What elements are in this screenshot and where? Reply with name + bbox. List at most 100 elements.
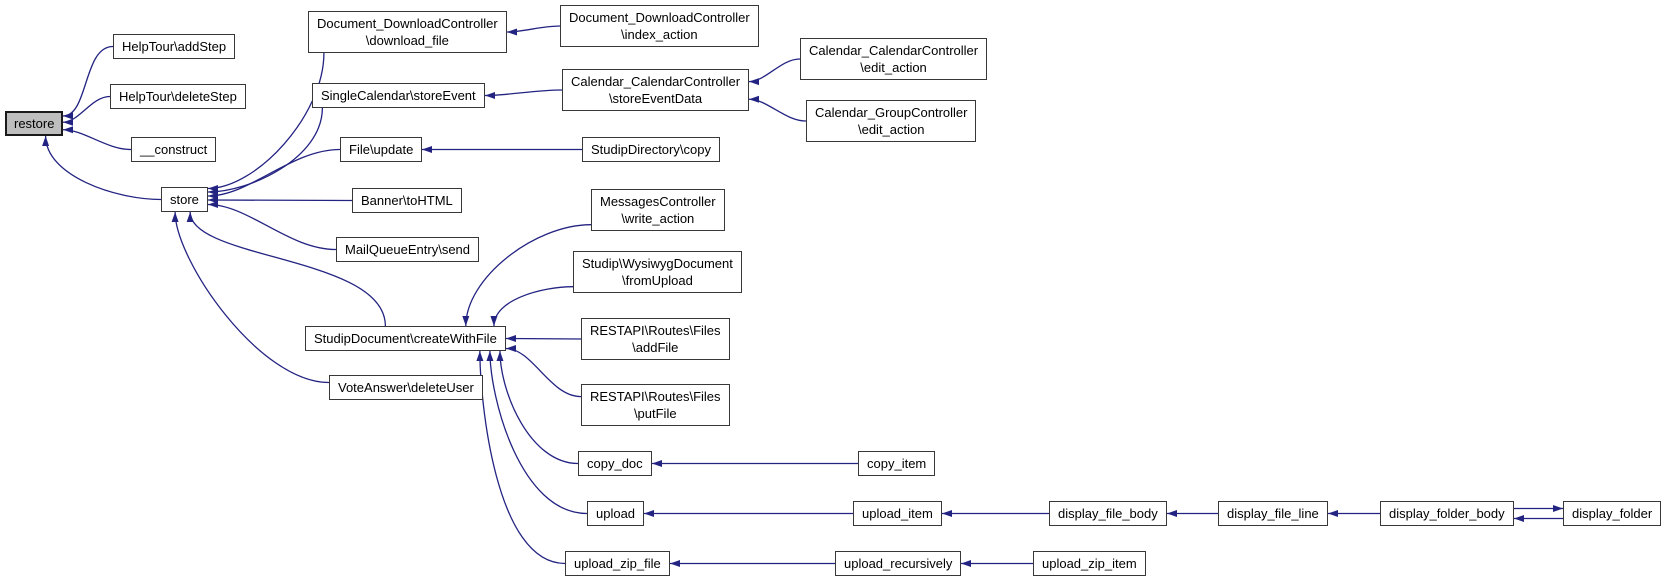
node-helptour-deletestep[interactable]: HelpTour\deleteStep: [110, 84, 246, 109]
edge-restapi_putfile-studipdocument_createwithfile: [505, 347, 582, 398]
arrowhead-studipdocument_createwithfile-store: [186, 212, 194, 222]
node-upload-item[interactable]: upload_item: [853, 501, 942, 526]
arrowhead-construct-restore: [63, 126, 73, 134]
node-label: Calendar_CalendarController: [809, 43, 979, 58]
node-label: \fromUpload: [622, 273, 693, 288]
node-display-file-line[interactable]: display_file_line: [1218, 501, 1328, 526]
arrowhead-upload_zip_file-studipdocument_createwithfile: [476, 351, 484, 361]
node-document-downloadcontroller-download-file[interactable]: Document_DownloadController\download_fil…: [308, 11, 507, 53]
node-display-file-body[interactable]: display_file_body: [1049, 501, 1167, 526]
node-mailqueueentry-send[interactable]: MailQueueEntry\send: [336, 237, 480, 262]
node-helptour-addstep[interactable]: HelpTour\addStep: [113, 34, 236, 59]
node-upload-zip-item[interactable]: upload_zip_item: [1033, 551, 1146, 576]
edge-cgc_edit_action-ccc_storeeventdata: [748, 98, 807, 122]
node-store[interactable]: store: [161, 187, 208, 212]
node-calendar-calendarcontroller-storeeventdata[interactable]: Calendar_CalendarController\storeEventDa…: [562, 69, 750, 111]
arrowhead-store-restore: [42, 136, 50, 146]
node-label: Studip\WysiwygDocument: [582, 256, 733, 271]
node-file-update[interactable]: File\update: [340, 137, 423, 162]
arrowhead-upload_item-upload: [644, 510, 654, 517]
node-studipdirectory-copy[interactable]: StudipDirectory\copy: [582, 137, 720, 162]
node-label: \storeEventData: [608, 91, 703, 106]
node-label: upload_item: [862, 506, 933, 521]
arrowhead-upload_zip_item-upload_recursively: [961, 560, 971, 567]
node-voteanswer-deleteuser[interactable]: VoteAnswer\deleteUser: [329, 375, 483, 400]
node-upload-recursively[interactable]: upload_recursively: [835, 551, 962, 576]
node-label: \write_action: [621, 211, 695, 226]
node-label: \index_action: [621, 27, 698, 42]
node-construct[interactable]: __construct: [131, 137, 217, 162]
node-label: display_folder_body: [1389, 506, 1505, 521]
edge-ddc_index_action-ddc_download_file: [506, 25, 561, 33]
arrowhead-messagescontroller_write_action-studipdocument_createwithfile: [462, 316, 470, 326]
edge-studipdocument_createwithfile-store: [189, 211, 387, 327]
node-upload-zip-file[interactable]: upload_zip_file: [565, 551, 670, 576]
node-calendar-groupcontroller-edit-action[interactable]: Calendar_GroupController \edit_action: [806, 100, 977, 142]
node-label: VoteAnswer\deleteUser: [338, 380, 474, 395]
arrowhead-helptour_deletestep-restore: [63, 118, 73, 126]
edge-voteanswer_deleteuser-store: [174, 211, 330, 384]
node-label: copy_item: [867, 456, 927, 471]
arrowhead-ccc_edit_action-ccc_storeeventdata: [749, 78, 759, 86]
node-label: upload: [596, 506, 636, 521]
node-label: upload_zip_file: [574, 556, 661, 571]
arrowhead-ddc_download_file-store: [208, 185, 218, 192]
edge-copy_doc-studipdocument_createwithfile: [499, 350, 579, 465]
node-label: Document_DownloadController: [569, 10, 750, 25]
node-label: \putFile: [633, 406, 677, 421]
node-restapi-routes-files-putfile[interactable]: RESTAPI\Routes\Files\putFile: [581, 384, 730, 426]
node-label: StudipDirectory\copy: [591, 142, 711, 157]
node-upload[interactable]: upload: [587, 501, 645, 526]
node-display-folder[interactable]: display_folder: [1563, 501, 1662, 526]
node-display-folder-body[interactable]: display_folder_body: [1380, 501, 1514, 526]
node-label: HelpTour\deleteStep: [119, 89, 237, 104]
arrowhead-display_file_body-upload_item: [942, 510, 952, 517]
node-label: \edit_action: [857, 122, 925, 137]
arrowhead-studipdirectory_copy-file_update: [422, 146, 432, 153]
node-label: display_folder: [1572, 506, 1653, 521]
node-label: __construct: [140, 142, 208, 157]
edge-ddc_download_file-store: [207, 52, 325, 190]
arrowhead-display_folder-display_folder_body: [1514, 515, 1524, 522]
node-label: SingleCalendar\storeEvent: [321, 88, 476, 103]
node-singlecalendar-storeevent[interactable]: SingleCalendar\storeEvent: [312, 83, 485, 108]
edge-ccc_storeeventdata-singlecalendar_storeevent: [484, 89, 563, 97]
node-document-downloadcontroller-index-action[interactable]: Document_DownloadController \index_action: [560, 5, 759, 47]
node-restapi-routes-files-addfile[interactable]: RESTAPI\Routes\Files\addFile: [581, 318, 730, 360]
node-label: upload_zip_item: [1042, 556, 1137, 571]
edge-helptour_deletestep-restore: [62, 95, 111, 123]
arrowhead-restapi_putfile-studipdocument_createwithfile: [506, 345, 516, 352]
node-label: MessagesController: [600, 194, 716, 209]
arrowhead-copy_doc-studipdocument_createwithfile: [496, 351, 504, 361]
node-label: store: [170, 192, 199, 207]
node-calendar-calendarcontroller-edit-action[interactable]: Calendar_CalendarController \edit_action: [800, 38, 988, 80]
node-copy-doc[interactable]: copy_doc: [578, 451, 652, 476]
edge-ccc_edit_action-ccc_storeeventdata: [748, 58, 801, 83]
node-copy-item[interactable]: copy_item: [858, 451, 936, 476]
node-label: \edit_action: [860, 60, 927, 75]
node-studip-wysiwygdocument-fromupload[interactable]: Studip\WysiwygDocument \fromUpload: [573, 251, 742, 293]
arrowhead-ddc_index_action-ddc_download_file: [507, 28, 517, 36]
arrowhead-upload_recursively-upload_zip_file: [670, 560, 680, 567]
arrowhead-wysiwyg_fromupload-studipdocument_createwithfile: [490, 316, 498, 326]
arrowhead-upload-studipdocument_createwithfile: [486, 351, 494, 361]
edge-upload_zip_file-studipdocument_createwithfile: [479, 350, 566, 565]
arrowhead-file_update-store: [208, 192, 218, 200]
edge-banner_tohtml-store: [207, 199, 353, 202]
node-studipdocument-createwithfile[interactable]: StudipDocument\createWithFile: [305, 326, 506, 351]
node-label: File\update: [349, 142, 414, 157]
node-label: Calendar_GroupController: [815, 105, 968, 120]
node-label: HelpTour\addStep: [122, 39, 227, 54]
arrowhead-display_folder_body-display_folder: [1553, 505, 1563, 512]
arrowhead-voteanswer_deleteuser-store: [171, 212, 179, 222]
node-label: \download_file: [365, 33, 449, 48]
arrowhead-copy_item-copy_doc: [652, 460, 662, 467]
node-messagescontroller-write-action[interactable]: MessagesController \write_action: [591, 189, 725, 231]
arrowhead-cgc_edit_action-ccc_storeeventdata: [749, 95, 759, 103]
edge-mailqueueentry_send-store: [207, 203, 337, 251]
node-label: MailQueueEntry\send: [345, 242, 471, 257]
node-banner-tohtml[interactable]: Banner\toHTML: [352, 188, 462, 213]
arrowhead-display_file_line-display_file_body: [1167, 510, 1177, 517]
node-label: restore: [14, 116, 55, 131]
